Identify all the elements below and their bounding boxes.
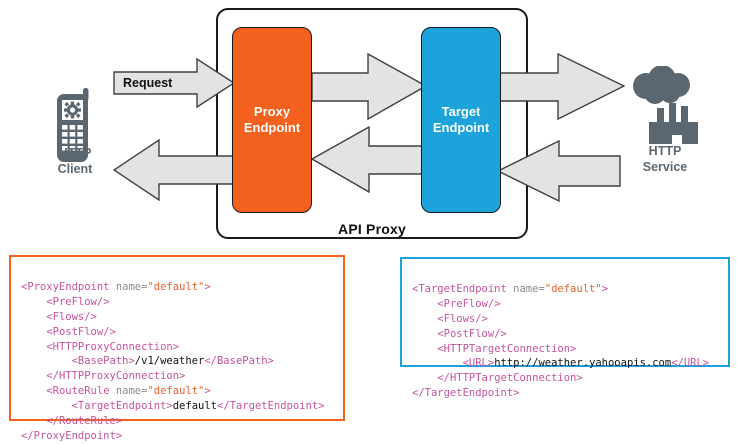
code-tag: > xyxy=(204,385,211,398)
code-text-basepath: /v1/weather xyxy=(134,355,205,368)
code-tag: <ProxyEndpoint xyxy=(21,280,110,293)
http-client-label-line2: Client xyxy=(57,161,93,176)
code-tag: <BasePath> xyxy=(71,355,135,368)
code-tag: </BasePath> xyxy=(204,355,274,368)
proxy-endpoint-label-line2: Endpoint xyxy=(243,120,301,135)
code-tag: <TargetEndpoint> xyxy=(71,400,173,413)
code-tag: > xyxy=(601,282,608,295)
proxy-endpoint-box: Proxy Endpoint xyxy=(232,27,312,213)
code-value: "default" xyxy=(147,280,205,293)
mobile-phone-gear-icon xyxy=(50,88,98,171)
code-tag: <PostFlow/> xyxy=(437,327,507,340)
architecture-diagram: API Proxy xyxy=(30,8,710,239)
code-attr: name= xyxy=(115,280,148,293)
code-tag: <PreFlow/> xyxy=(46,295,110,308)
proxy-endpoint-code-block: <ProxyEndpoint name="default"> <PreFlow/… xyxy=(9,255,345,442)
code-tag: <PostFlow/> xyxy=(46,325,116,338)
http-client-label-line1: HTTP xyxy=(58,146,92,160)
code-tag: </HTTPTargetConnection> xyxy=(437,372,583,385)
http-client-label: HTTP Client xyxy=(30,146,120,177)
target-endpoint-box: Target Endpoint xyxy=(421,27,501,213)
request-arrow xyxy=(113,58,235,108)
code-attr: name= xyxy=(115,385,148,398)
http-service-label: HTTP Service xyxy=(620,144,710,175)
code-tag: <Flows/> xyxy=(46,310,97,323)
target-endpoint-label-line1: Target xyxy=(441,103,481,119)
request-arrow-label: Request xyxy=(123,76,173,90)
code-attr: name= xyxy=(513,282,545,295)
code-text-url: http://weather.yahooapis.com xyxy=(494,357,672,370)
code-tag: <PreFlow/> xyxy=(437,297,501,310)
code-tag: <TargetEndpoint xyxy=(412,282,507,295)
code-tag: <HTTPProxyConnection> xyxy=(46,340,180,353)
target-to-service-arrow xyxy=(499,53,625,121)
target-endpoint-label-line2: Endpoint xyxy=(432,120,490,135)
code-value: "default" xyxy=(147,385,205,398)
code-value: "default" xyxy=(544,282,602,295)
proxy-to-target-arrow xyxy=(311,53,427,121)
code-tag: </URL> xyxy=(671,357,710,370)
api-proxy-label: API Proxy xyxy=(338,221,406,237)
client-response-arrow xyxy=(113,139,241,201)
code-tag: </TargetEndpoint> xyxy=(217,400,325,413)
http-service-label-line2: Service xyxy=(642,159,688,174)
code-tag: </HTTPProxyConnection> xyxy=(46,370,186,383)
code-tag: > xyxy=(204,280,211,293)
http-service-label-line1: HTTP xyxy=(648,144,682,158)
code-tag: </RouteRule> xyxy=(46,415,123,428)
code-tag: <Flows/> xyxy=(437,312,488,325)
code-tag: </TargetEndpoint> xyxy=(412,387,520,400)
target-endpoint-code-block: <TargetEndpoint name="default"> <PreFlow… xyxy=(400,257,730,399)
proxy-endpoint-label-line1: Proxy xyxy=(253,103,291,119)
response-arrow xyxy=(497,140,621,202)
code-text-targetendpoint: default xyxy=(172,400,217,413)
factory-cloud-icon xyxy=(624,65,706,151)
code-tag: <URL> xyxy=(462,357,495,370)
code-tag: <HTTPTargetConnection> xyxy=(437,342,577,355)
target-to-proxy-arrow xyxy=(311,126,427,194)
code-tag: <RouteRule xyxy=(46,385,110,398)
